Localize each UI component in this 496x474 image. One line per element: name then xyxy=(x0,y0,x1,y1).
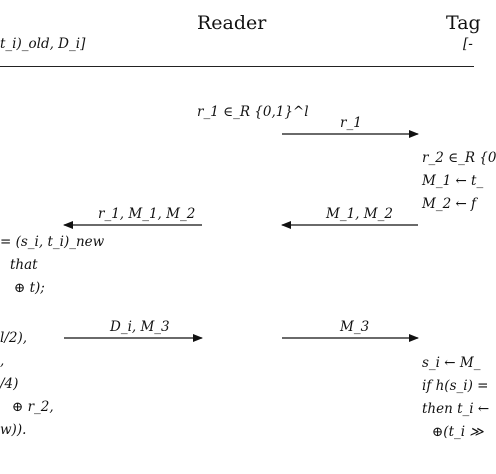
reader-nonce: r_1 ∈_R {0,1}^l xyxy=(197,104,309,120)
tag-header-fragment: [- xyxy=(463,36,473,52)
server-header-fragment: t_i)_old, D_i] xyxy=(0,36,86,52)
tag-line-m2: M_2 ← f xyxy=(422,196,477,212)
server-lower-line-5: w)). xyxy=(0,422,27,438)
message-label-1: r_1 xyxy=(340,115,362,131)
reader-title: Reader xyxy=(197,12,267,34)
server-lower-line-3: /4) xyxy=(0,376,19,392)
header-rule xyxy=(0,66,474,67)
message-arrows xyxy=(63,130,419,342)
tag-line-nonce: r_2 ∈_R {0 xyxy=(422,150,496,166)
server-lower-line-4: ⊕ r_2, xyxy=(12,399,54,415)
server-upper-line-3: ⊕ t); xyxy=(14,280,45,296)
tag-verify-line-3: then t_i ← xyxy=(422,401,490,417)
tag-verify-line-4: ⊕(t_i ≫ xyxy=(432,424,484,440)
tag-line-m1: M_1 ← t_ xyxy=(422,173,484,189)
tag-verify-line-1: s_i ← M_ xyxy=(422,355,481,371)
server-upper-line-2: that xyxy=(10,257,38,273)
message-label-3: M_1, M_2 xyxy=(326,206,393,222)
message-label-5: M_3 xyxy=(340,319,370,335)
tag-title: Tag xyxy=(446,12,481,34)
server-lower-line-2: , xyxy=(0,353,5,369)
message-label-2: r_1, M_1, M_2 xyxy=(98,206,196,222)
message-label-4: D_i, M_3 xyxy=(110,319,170,335)
server-lower-line-1: l/2), xyxy=(0,330,28,346)
server-upper-line-1: = (s_i, t_i)_new xyxy=(0,234,105,250)
tag-verify-line-2: if h(s_i) = xyxy=(422,378,489,394)
